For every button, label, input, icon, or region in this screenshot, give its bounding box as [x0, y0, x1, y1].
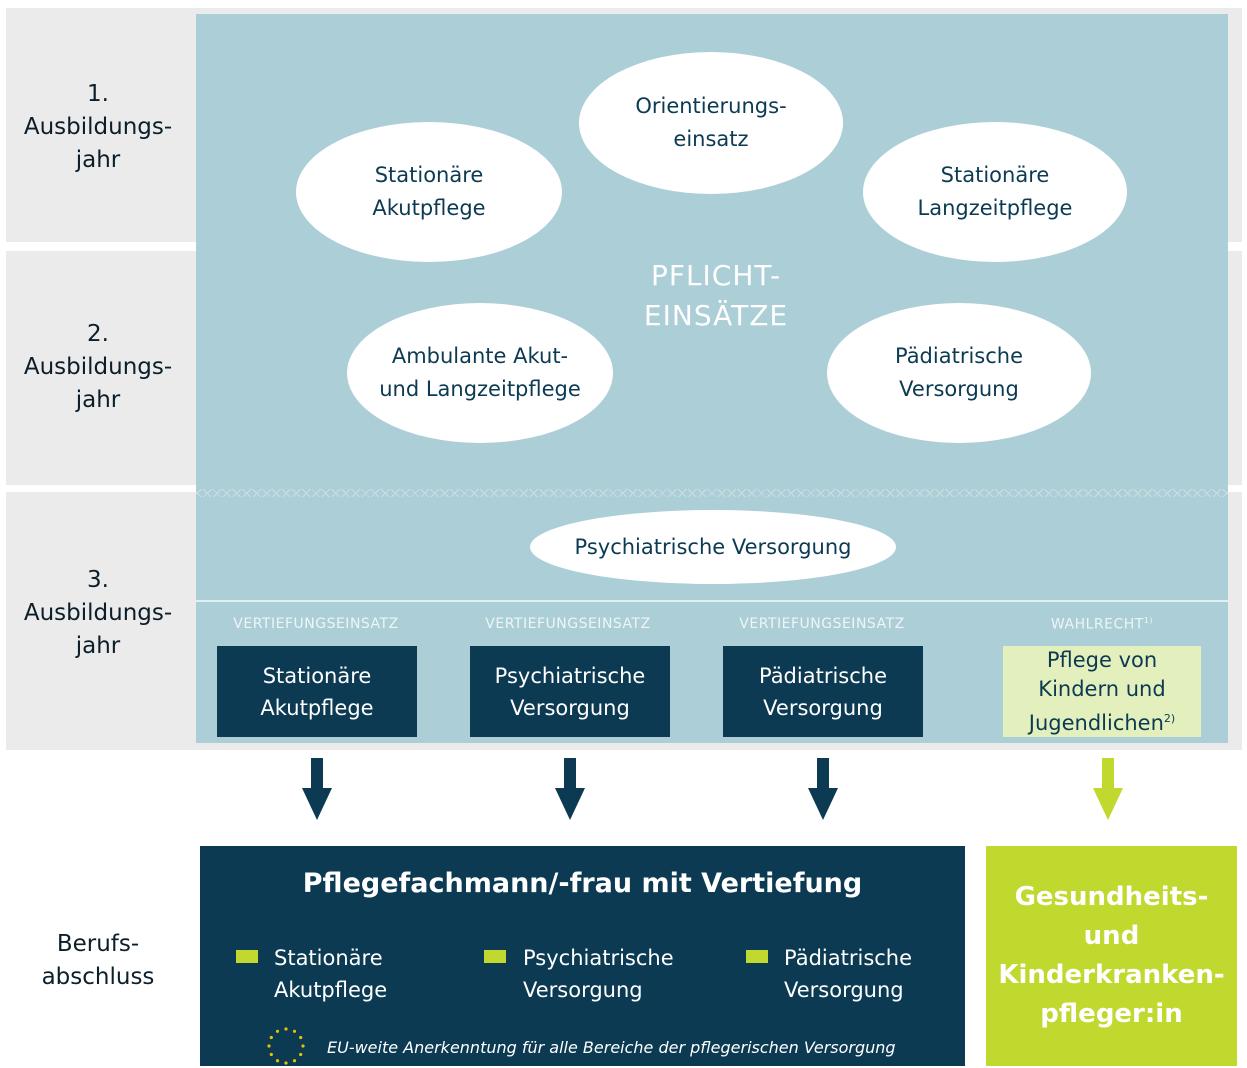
year-label-2: 2. Ausbildungs- jahr	[23, 321, 173, 413]
wahlrecht-box-text: Pflege von Kindern und Jugendlichen	[1028, 647, 1166, 735]
vertiefung-heading-2: VERTIEFUNGSEINSATZ	[485, 616, 651, 632]
pflegefach-box: Pflegefachmann/-frau mit Vertiefung Stat…	[200, 846, 965, 1066]
pflegefach-item-akutpflege: Stationäre Akutpflege	[274, 942, 387, 1006]
vertiefung-heading-3: VERTIEFUNGSEINSATZ	[739, 616, 905, 632]
year-label-1: 1. Ausbildungs- jahr	[23, 81, 173, 173]
einsatz-psychiatrische-versorgung: Psychiatrische Versorgung	[530, 510, 896, 584]
pflegefach-item-paediatrie: Pädiatrische Versorgung	[784, 942, 912, 1006]
year-label-3: 3. Ausbildungs- jahr	[23, 567, 173, 659]
wahlrecht-box: Pflege von Kindern und Jugendlichen2)	[1003, 646, 1201, 737]
arrow-down-icon	[808, 758, 838, 820]
arrow-down-icon	[302, 758, 332, 820]
pflegefach-item-label: Stationäre Akutpflege	[274, 946, 388, 1002]
arrow-down-icon	[1093, 758, 1123, 820]
vertiefung-box-paediatrie: Pädiatrische Versorgung	[723, 646, 923, 737]
pflichteinsaetze-label: PFLICHT- EINSÄTZE	[643, 259, 789, 332]
pflegefach-item-label: Pädiatrische Versorgung	[784, 946, 913, 1002]
wahlrecht-heading: WAHLRECHT1)	[984, 616, 1220, 633]
einsatz-stationaere-langzeitpflege: Stationäre Langzeitpflege	[863, 122, 1127, 262]
bullet-square-icon	[484, 950, 506, 963]
pflegefach-item-label: Psychiatrische Versorgung	[523, 946, 674, 1002]
pflegefach-title: Pflegefachmann/-frau mit Vertiefung	[302, 868, 863, 899]
vertiefung-box-akutpflege: Stationäre Akutpflege	[217, 646, 417, 737]
wahlrecht-heading-text: WAHLRECHT	[1050, 616, 1144, 633]
bullet-square-icon	[236, 950, 258, 963]
wahlrecht-box-footnote-ref: 2)	[1163, 711, 1176, 725]
einsatz-paediatrische-versorgung: Pädiatrische Versorgung	[827, 303, 1091, 443]
einsatz-ambulante-pflege: Ambulante Akut- und Langzeitpflege	[347, 303, 613, 443]
berufsabschluss-label: Berufs- abschluss	[41, 931, 155, 990]
einsatz-stationaere-akutpflege: Stationäre Akutpflege	[296, 122, 562, 262]
einsatz-orientierung: Orientierungs- einsatz	[579, 52, 843, 194]
bullet-square-icon	[746, 950, 768, 963]
year-boundary-wavy-line	[196, 489, 1228, 497]
gesundheits-kinderkrankenpfleger-box: Gesundheits- und Kinderkranken- pfleger:…	[986, 846, 1237, 1066]
vertiefung-heading-1: VERTIEFUNGSEINSATZ	[233, 616, 399, 632]
eu-stars-icon	[267, 1027, 305, 1065]
vertiefung-box-psychiatrie: Psychiatrische Versorgung	[470, 646, 670, 737]
eu-recognition-note: EU-weite Anerkenntung für alle Bereiche …	[327, 1038, 896, 1057]
wahlrecht-footnote-ref: 1)	[1143, 616, 1154, 625]
arrow-down-icon	[555, 758, 585, 820]
pflegefach-item-psychiatrie: Psychiatrische Versorgung	[523, 942, 674, 1006]
panel-divider	[196, 600, 1228, 602]
